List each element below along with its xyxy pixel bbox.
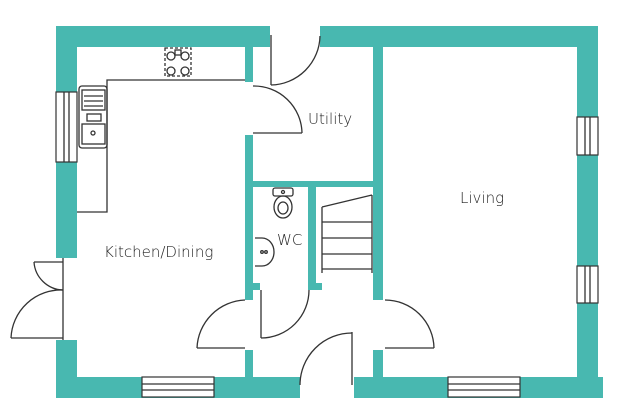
room-label-living: Living	[460, 189, 504, 207]
utility-back-door	[270, 35, 321, 86]
room-label-kitchen-dining: Kitchen/Dining	[104, 243, 213, 261]
doors	[10, 35, 435, 386]
living-side-window-bottom	[576, 265, 599, 304]
staircase	[321, 194, 373, 273]
room-label-utility: Utility	[308, 110, 352, 128]
kitchen-utility-door	[252, 85, 303, 134]
kitchen-fittings	[77, 47, 245, 213]
living-door	[384, 299, 435, 349]
wc-fittings	[255, 187, 294, 267]
wc-door	[260, 289, 310, 339]
room-label-wc: WC	[277, 231, 302, 249]
kitchen-hall-door	[196, 299, 246, 349]
toilet-icon	[272, 187, 294, 219]
sink-icon	[78, 85, 108, 149]
kitchen-side-door	[10, 258, 64, 340]
living-side-window-top	[576, 116, 599, 156]
windows	[55, 91, 599, 398]
hob-icon	[164, 47, 192, 77]
kitchen-window	[55, 91, 78, 163]
basin-icon	[255, 237, 275, 267]
kitchen-front-window	[141, 376, 215, 398]
living-front-window	[447, 376, 521, 398]
front-door	[299, 332, 353, 386]
kitchen-counter	[77, 79, 245, 213]
walls	[56, 26, 603, 398]
